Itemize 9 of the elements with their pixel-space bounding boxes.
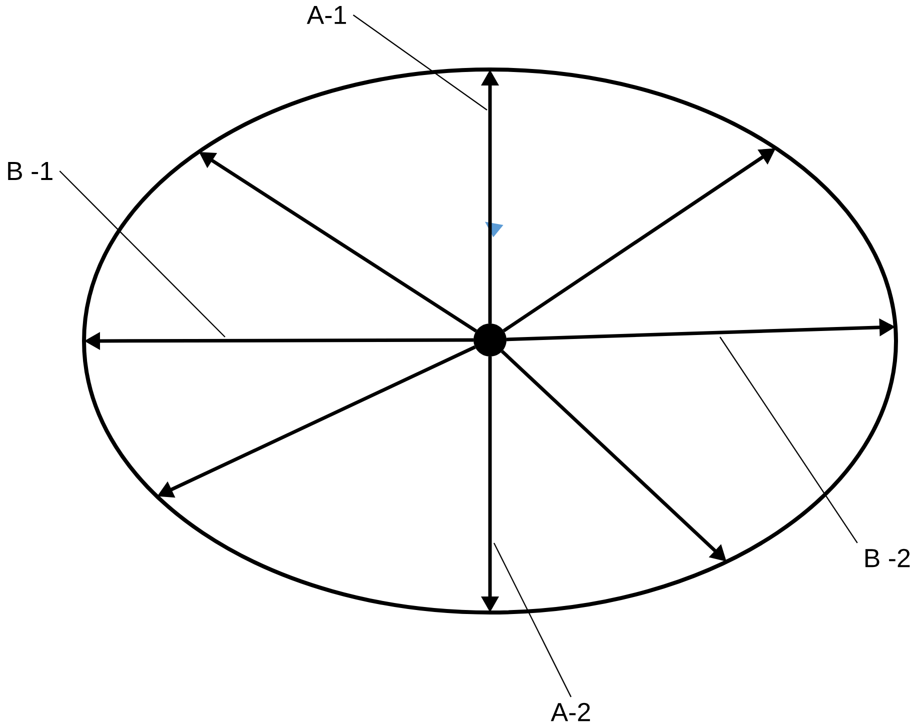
leader-line: [720, 336, 858, 544]
leader-line: [493, 542, 572, 698]
leader-line: [352, 14, 488, 110]
callout-label: B -2: [865, 548, 910, 568]
callout-label: A-1: [306, 6, 346, 24]
center-dot: [474, 324, 506, 356]
leader-line: [59, 170, 226, 338]
callout-label: B -1: [8, 162, 52, 180]
callout-label: A-2: [550, 702, 590, 722]
